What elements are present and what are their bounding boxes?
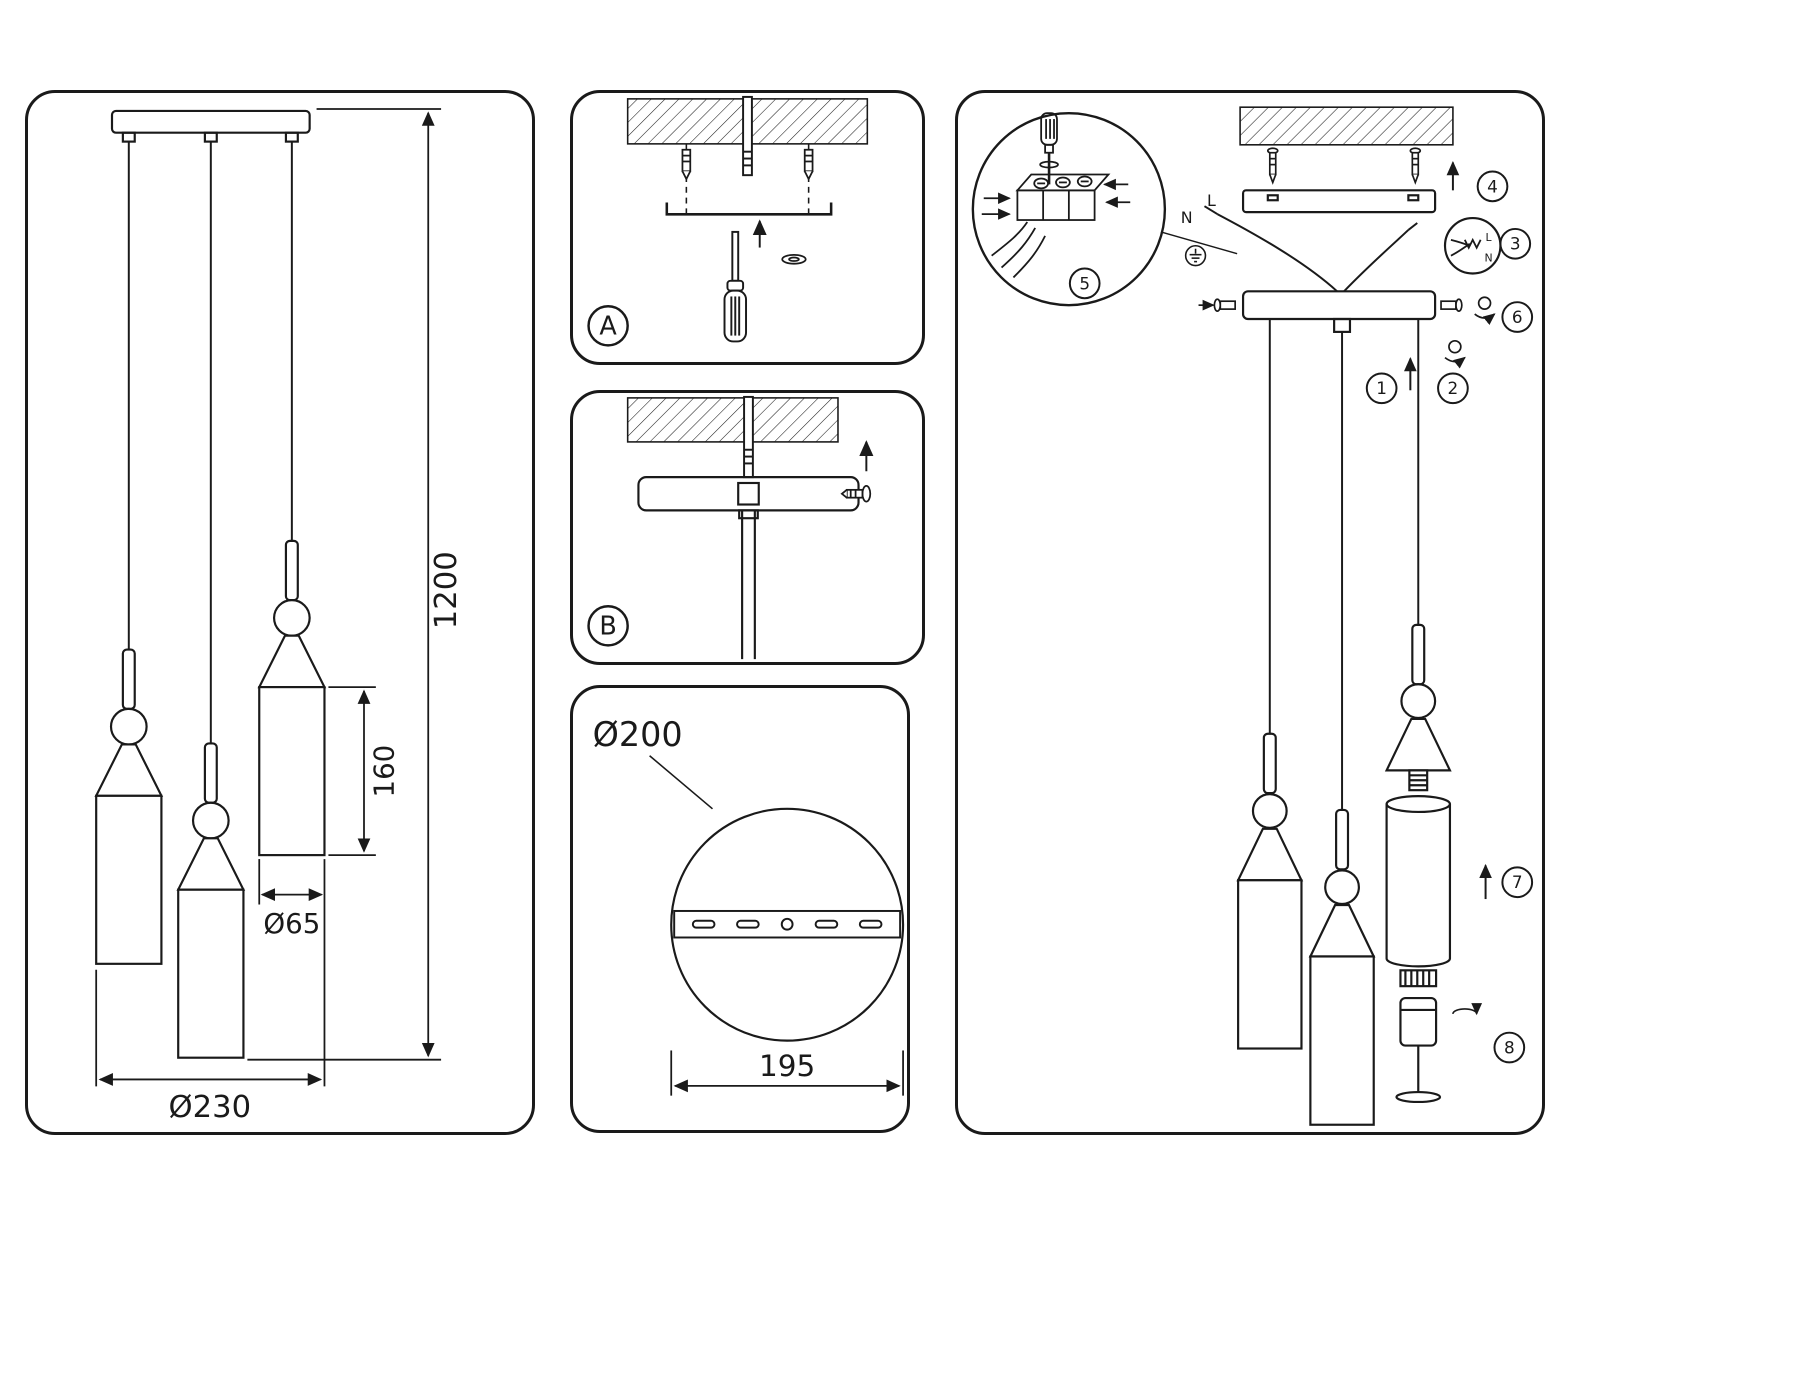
mounting-strip [673, 909, 902, 939]
assembly-drawing: L N [971, 106, 1534, 1126]
pendant-lamp-middle [1308, 808, 1376, 1126]
leader-line [649, 755, 714, 810]
dimension-shade-height [328, 686, 376, 857]
step-3-label: 3 [1510, 234, 1521, 254]
wall-anchor-screws [681, 148, 814, 182]
canopy-plate [637, 476, 860, 660]
step-7-label: 7 [1512, 872, 1523, 892]
rotate-screw-icon-2 [1444, 339, 1466, 369]
step-1-label: 1 [1376, 378, 1387, 398]
dim-shade-diameter-label: Ø65 [263, 907, 320, 940]
plate-circle-view [670, 807, 905, 1042]
dim-height-label: 1200 [429, 551, 464, 629]
terminal-block-detail [971, 111, 1167, 307]
step-letter-b: B [587, 605, 629, 647]
washer-icon [781, 254, 807, 265]
step-8-label: 8 [1504, 1037, 1515, 1057]
step-letter-a-label: A [599, 311, 617, 341]
connector-n-label: N [1484, 252, 1492, 265]
dimension-overall-diameter [95, 859, 326, 1087]
panel-plate-detail: Ø200 195 [570, 685, 910, 1133]
step-circle-1: 1 [1365, 372, 1398, 405]
suspension-cords [127, 141, 293, 744]
wire-l-label: L [1207, 191, 1216, 210]
panel-assembly-steps: L N [955, 90, 1545, 1135]
step-letter-a: A [587, 305, 629, 347]
step-circle-7: 7 [1501, 866, 1534, 899]
panel-step-b: B [570, 390, 925, 665]
ground-icon [1184, 244, 1207, 267]
panel-overall-dimensions: 1200 160 Ø65 Ø230 [25, 90, 535, 1135]
step-b-drawing: B [587, 395, 874, 660]
ceiling-anchor-screws [1266, 147, 1422, 185]
dim-overall-diameter-label: Ø230 [169, 1090, 252, 1125]
pendant-lamp-left [1236, 732, 1304, 1050]
pendant-dimension-drawing: 1200 160 Ø65 Ø230 [94, 108, 464, 1125]
suspension-cords [1268, 319, 1420, 810]
pendant-lamp-middle [176, 742, 246, 1059]
dim-shade-height-label: 160 [368, 745, 401, 798]
step-a-drawing: A [587, 95, 869, 347]
step-circle-4: 4 [1476, 170, 1509, 203]
mounting-bracket [665, 202, 833, 216]
panel-step-a: A [570, 90, 925, 365]
step-circle-2: 2 [1437, 372, 1469, 405]
dim-plate-width-label: 195 [759, 1049, 815, 1083]
step-circle-5: 5 [1068, 267, 1101, 300]
step-circle-8: 8 [1493, 1031, 1526, 1064]
step-5-label: 5 [1079, 273, 1090, 293]
dimension-shade-diameter [258, 859, 324, 905]
step-2-label: 2 [1448, 378, 1459, 398]
plate-detail-drawing: Ø200 195 [593, 715, 905, 1096]
ceiling-hatch [626, 397, 839, 443]
mounting-bracket [1241, 189, 1437, 214]
center-stud [742, 95, 753, 177]
ceiling-plate [110, 109, 311, 143]
side-screw-icon [840, 485, 872, 503]
step-6-label: 6 [1512, 307, 1523, 327]
pendant-lamp-left [94, 648, 164, 965]
dimension-plate-width [670, 1050, 904, 1096]
exploded-lamp-assembly [1384, 623, 1452, 1104]
screwdriver-icon [723, 230, 748, 343]
detail-pointer-line [1160, 231, 1238, 255]
supply-wires [1203, 205, 1418, 293]
rotate-socket-icon [1452, 1003, 1483, 1016]
step-letter-b-label: B [599, 611, 616, 641]
rotate-screw-icon [1474, 296, 1496, 325]
canopy-side-screws [1198, 298, 1463, 312]
canopy-plate [1241, 290, 1437, 333]
step-circle-6: 6 [1501, 301, 1534, 333]
plate-diameter-label: Ø200 [593, 715, 683, 754]
step-4-label: 4 [1487, 176, 1498, 196]
wire-connector-detail [1443, 216, 1502, 275]
dimension-height [247, 108, 442, 1061]
wire-n-label: N [1181, 208, 1193, 227]
center-stud [743, 395, 754, 479]
ceiling-hatch [1239, 106, 1454, 146]
connector-l-label: L [1486, 231, 1492, 244]
pendant-lamp-right [257, 539, 327, 857]
step-circle-3: 3 [1499, 227, 1532, 260]
